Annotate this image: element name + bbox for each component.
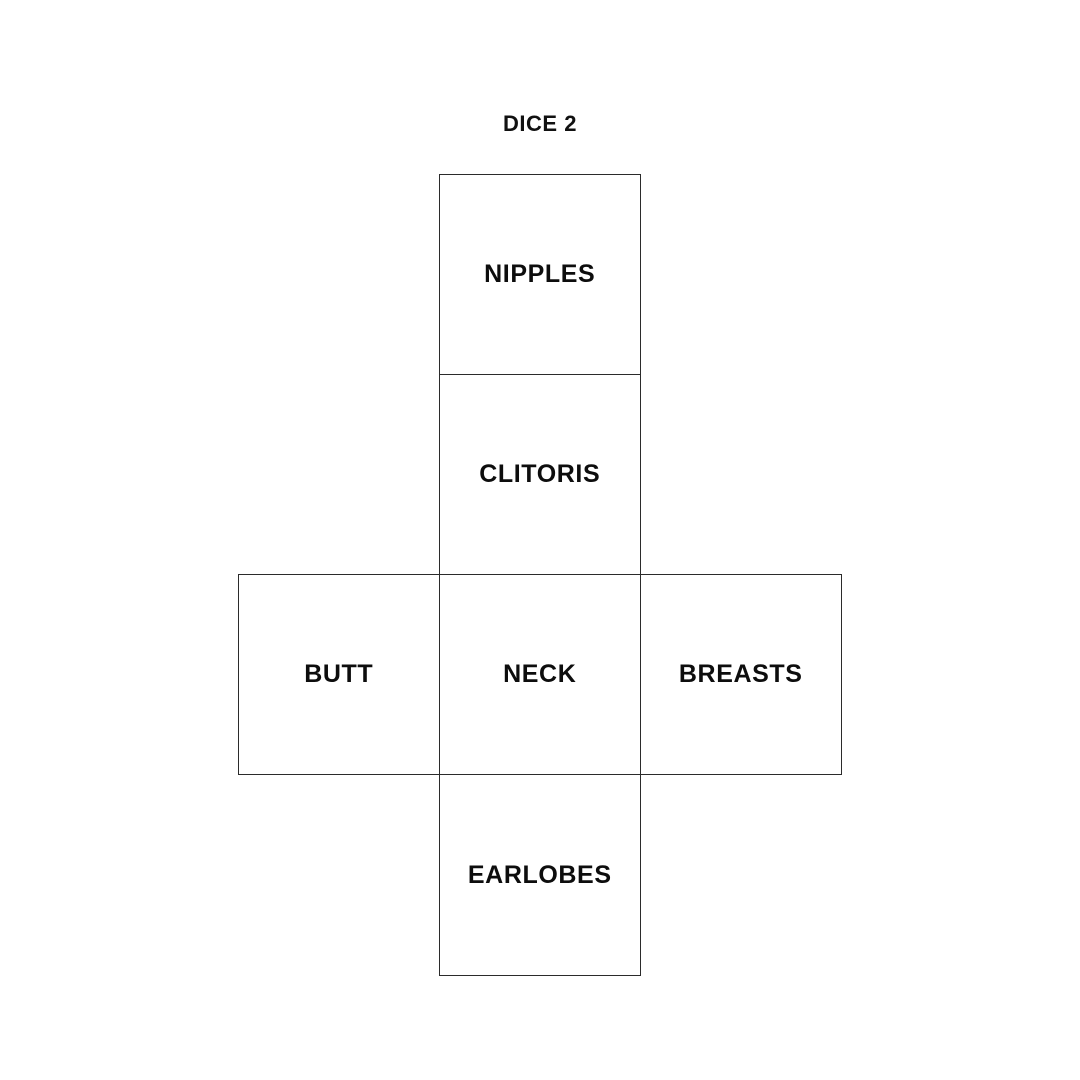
cube-face-top[interactable]: NIPPLES (439, 174, 641, 375)
cube-face-label-neck: NECK (503, 659, 577, 688)
cube-face-label-clitoris: CLITORIS (479, 459, 601, 488)
cube-face-upper-middle[interactable]: CLITORIS (439, 374, 641, 575)
cube-face-right[interactable]: BREASTS (640, 574, 842, 775)
page-title: DICE 2 (503, 111, 577, 136)
cube-face-left[interactable]: BUTT (238, 574, 440, 775)
cube-face-label-earlobes: EARLOBES (467, 860, 612, 889)
cube-face-label-breasts: BREASTS (678, 659, 803, 688)
cube-net-diagram: NIPPLES CLITORIS BUTT NECK BREASTS EARLO… (238, 174, 842, 976)
cube-face-bottom[interactable]: EARLOBES (439, 774, 641, 976)
cube-face-label-butt: BUTT (304, 659, 374, 688)
cube-face-center[interactable]: NECK (439, 574, 641, 775)
cube-face-label-nipples: NIPPLES (484, 259, 596, 288)
